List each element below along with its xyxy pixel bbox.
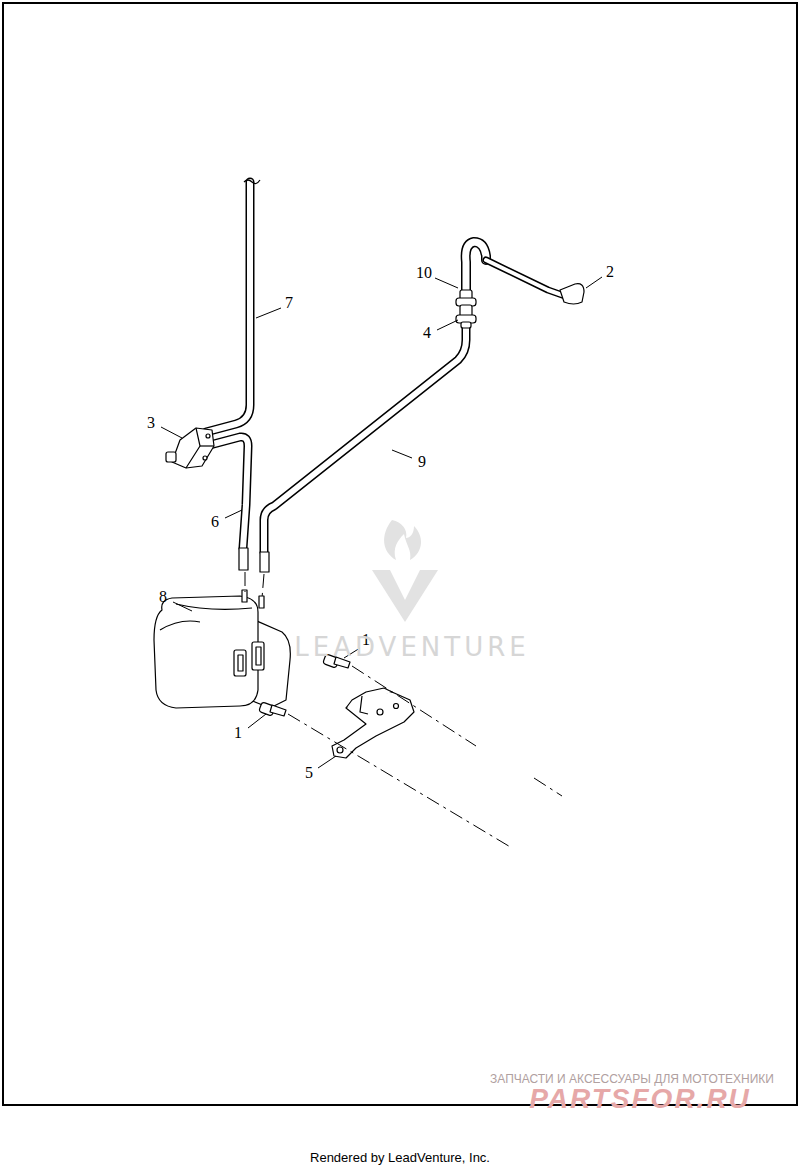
callout-number: 10 (416, 265, 432, 281)
callout-number: 1 (234, 725, 242, 741)
callout-number: 9 (418, 454, 426, 470)
valve (166, 428, 214, 468)
hose-end (239, 548, 248, 570)
screw (259, 654, 350, 716)
canister (154, 590, 290, 708)
leader-line (161, 277, 602, 768)
callout-number: 5 (305, 765, 313, 781)
watermark: PARTSFOR.RU (529, 1085, 751, 1113)
watermark: ЗАПЧАСТИ И АКСЕССУАРЫ ДЛЯ МОТОТЕХНИКИ (490, 1073, 774, 1085)
watermark: LEADVENTURE (294, 634, 529, 660)
elbow-cap (560, 284, 584, 304)
callout-number: 7 (285, 295, 293, 311)
callout-number: 4 (423, 325, 431, 341)
watermark-logo (372, 520, 438, 622)
callout-number: 8 (159, 589, 167, 605)
hose-end (260, 552, 269, 572)
page-frame (3, 3, 797, 1105)
footer-credit: Rendered by LeadVenture, Inc. (310, 1151, 490, 1164)
center-line (245, 572, 562, 848)
fitting (456, 290, 476, 328)
hose (206, 182, 565, 552)
callout-number: 3 (147, 415, 155, 431)
break-mark (244, 180, 260, 184)
callout-number: 2 (606, 264, 614, 280)
callout-number: 6 (211, 514, 219, 530)
